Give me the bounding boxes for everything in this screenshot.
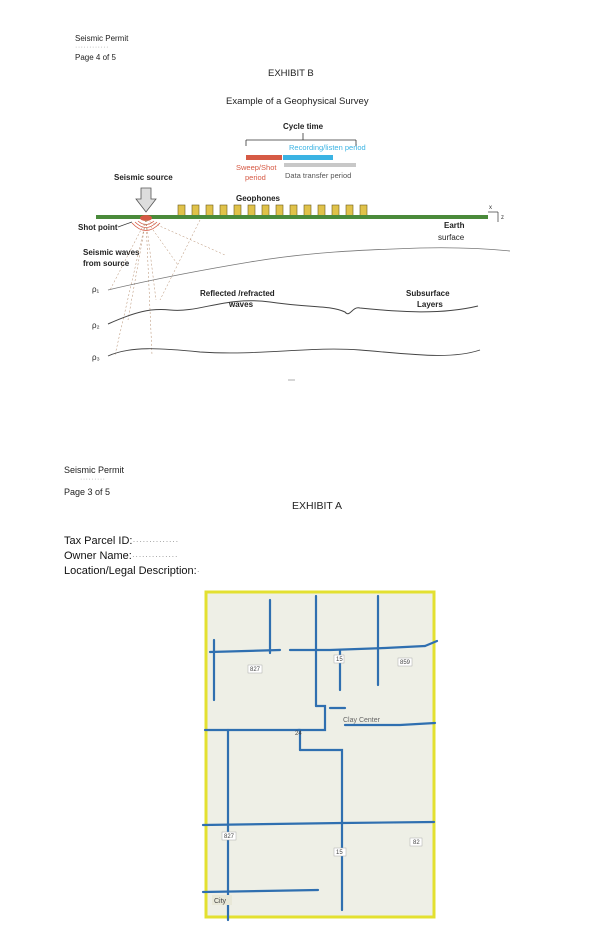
road-827-bottom-label: 827 (224, 834, 235, 840)
earth-label-1: Earth (444, 221, 465, 230)
sweep-label-2: period (245, 173, 266, 182)
cycle-time-label: Cycle time (283, 122, 324, 131)
shot-point-label: Shot point (78, 223, 118, 232)
reflected-label-1: Reflected /refracted (200, 289, 275, 298)
seismic-source-label: Seismic source (114, 173, 173, 182)
tax-parcel-value: ·············· (132, 536, 179, 546)
owner-name-value: ·············· (131, 551, 179, 561)
exhibit-a-title: EXHIBIT A (292, 500, 342, 512)
road-24-label: 24 (295, 731, 302, 737)
data-transfer-bar (284, 163, 356, 167)
tax-parcel-label: Tax Parcel ID: (64, 535, 133, 547)
location-value: · (196, 566, 201, 576)
recording-label: Recording/listen period (289, 143, 366, 152)
road-15-bottom-label: 15 (336, 850, 343, 856)
map-bottom-label: City (214, 898, 227, 905)
location-field: Location/Legal Description:· (64, 565, 200, 577)
svg-text:x: x (489, 205, 492, 211)
owner-name-field: Owner Name:·············· (64, 550, 178, 562)
axis-icon: x z (488, 205, 504, 222)
location-label: Location/Legal Description: (64, 565, 197, 577)
road-15-top-label: 15 (336, 657, 343, 663)
header-title-p3: Seismic Permit (64, 465, 125, 475)
sweep-label-1: Sweep/Shot (236, 163, 277, 172)
header-redacted-p4: ············ (75, 44, 109, 51)
earth-label-2: surface (438, 233, 465, 242)
header-page-p4: Page 4 of 5 (75, 53, 116, 62)
layer-2-boundary (107, 300, 479, 325)
header-title-p4: Seismic Permit (75, 34, 129, 43)
ray-paths (109, 219, 226, 356)
layer-3-boundary (107, 348, 481, 357)
seismic-waves-label-1: Seismic waves (83, 248, 140, 257)
layer-1-boundary (107, 247, 511, 291)
geophones-label: Geophones (236, 194, 281, 203)
earth-surface (96, 215, 488, 219)
map-land (206, 592, 434, 917)
exhibit-b-title: EXHIBIT B (268, 68, 314, 79)
recording-bar (283, 155, 333, 160)
subsurface-label-1: Subsurface (406, 289, 450, 298)
road-82-label: 82 (413, 840, 420, 846)
sweep-bar (246, 155, 282, 160)
seismic-waves-label-2: from source (83, 259, 130, 268)
rho3-label: ρ₃ (92, 353, 100, 362)
road-859-label: 859 (400, 660, 411, 666)
reflected-label-2: waves (228, 300, 254, 309)
town-label: Clay Center (343, 717, 381, 724)
source-arrow-icon (135, 187, 157, 213)
parcel-boundary (204, 590, 436, 919)
road-network (201, 594, 439, 922)
data-transfer-label: Data transfer period (285, 171, 351, 180)
svg-text:z: z (501, 215, 504, 221)
diagram-subtitle: Example of a Geophysical Survey (226, 96, 369, 107)
owner-name-label: Owner Name: (64, 550, 132, 562)
rho1-label: ρ₁ (92, 285, 100, 294)
header-page-p3: Page 3 of 5 (64, 487, 111, 497)
header-redacted-p3: ········· (80, 476, 106, 483)
road-827-top-label: 827 (250, 667, 261, 673)
subsurface-label-2: Layers (417, 300, 443, 309)
geophysical-survey-diagram: Cycle time Recording/listen period Sweep… (78, 122, 511, 381)
tax-parcel-field: Tax Parcel ID:·············· (64, 535, 179, 547)
rho2-label: ρ₂ (92, 321, 100, 330)
